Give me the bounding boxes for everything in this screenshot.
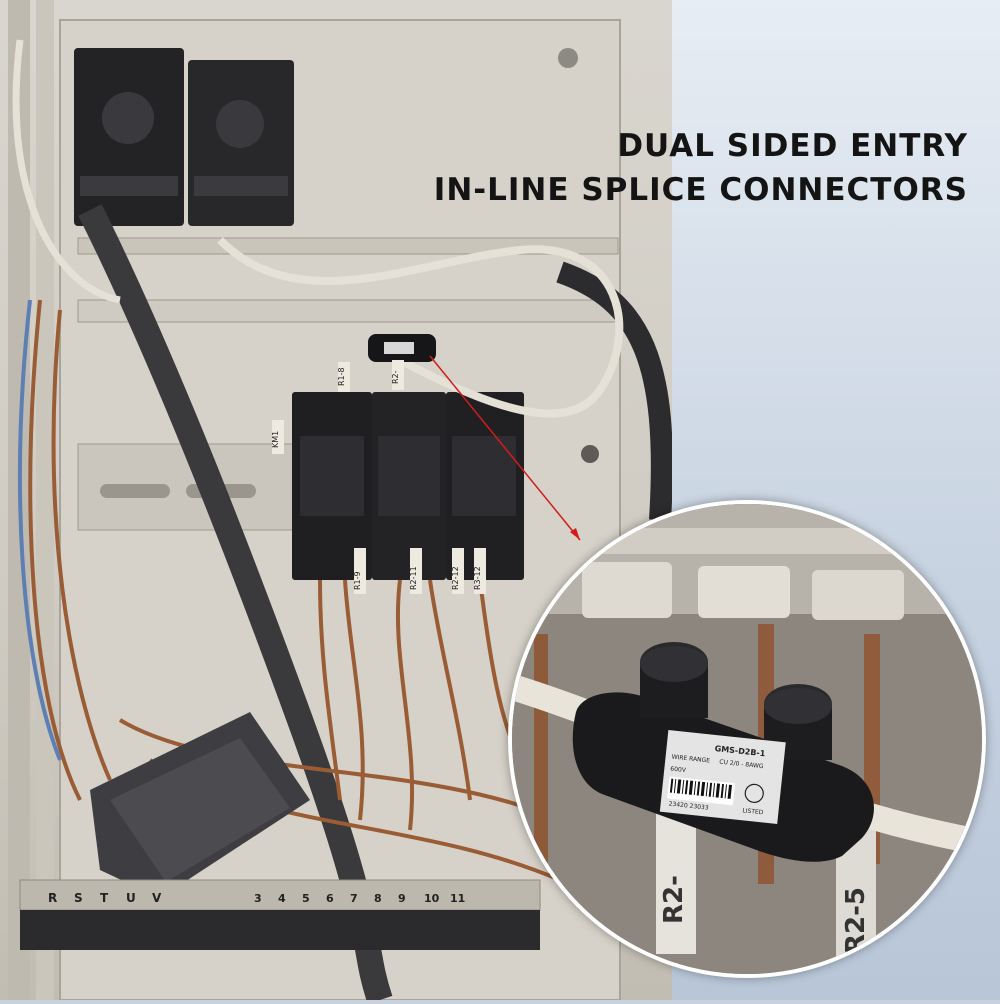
product-label: GMS-D2B-1 WIRE RANGE CU 2/0 - 8AWG 600V <box>659 730 786 824</box>
terminal-number: 7 <box>350 892 358 905</box>
wire-range-label: WIRE RANGE <box>671 754 710 765</box>
relay-module <box>90 712 310 898</box>
terminal-number: 11 <box>450 892 465 905</box>
listing-text: LISTED <box>742 807 764 816</box>
terminal-number: 9 <box>398 892 406 905</box>
electrical-panel-photo: R1-8 R1-9 R2- R2-11 R2-12 R3-12 KM1 <box>0 0 673 1004</box>
wire-marker: R2-11 <box>409 566 418 590</box>
wire-marker: R3-12 <box>473 566 482 590</box>
pointer-arrow <box>429 355 581 541</box>
terminal-number: 10 <box>424 892 440 905</box>
terminal-number: 4 <box>278 892 286 905</box>
relay-base-top <box>74 48 294 226</box>
zoom-wire-marker: R2- <box>659 875 689 924</box>
headline-line-1: DUAL SIDED ENTRY <box>617 128 968 164</box>
copper-wires <box>28 299 561 882</box>
headline-line-2: IN-LINE SPLICE CONNECTORS <box>433 172 968 208</box>
barcode-number: 23420 23033 <box>668 801 709 812</box>
wire-marker: R2- <box>391 370 400 384</box>
terminal-letter: R <box>48 891 57 905</box>
wire-marker: R1-8 <box>337 367 346 386</box>
terminal-letter: S <box>74 891 83 905</box>
wire-marker-group: R1-8 R1-9 R2- R2-11 R2-12 R3-12 KM1 <box>271 360 486 594</box>
terminal-number: 5 <box>302 892 310 905</box>
headline: DUAL SIDED ENTRY IN-LINE SPLICE CONNECTO… <box>434 124 968 212</box>
terminal-number: 8 <box>374 892 382 905</box>
wire-range-value: CU 2/0 - 8AWG <box>719 759 764 771</box>
terminal-strip: R S T U V 3 4 5 6 7 8 9 10 11 <box>19 879 541 950</box>
wire-marker: R2-12 <box>451 566 460 590</box>
wire-marker: R1-9 <box>353 571 362 590</box>
terminal-letter: T <box>100 891 109 905</box>
terminal-number: 6 <box>326 892 334 905</box>
terminal-letter: V <box>152 891 162 905</box>
terminal-number: 3 <box>254 892 262 905</box>
pointer-arrowhead <box>570 528 580 540</box>
relay-bank <box>292 392 524 580</box>
zoom-inset: R2- R2-5 GMS-D2B-1 WIRE RANGE CU 2/0 - 8… <box>508 500 986 978</box>
panel-illustration: R1-8 R1-9 R2- R2-11 R2-12 R3-12 KM1 <box>8 0 673 1004</box>
certification-mark <box>744 783 764 803</box>
voltage-rating: 600V <box>670 765 687 774</box>
zoom-illustration: R2- R2-5 GMS-D2B-1 WIRE RANGE CU 2/0 - 8… <box>512 504 982 974</box>
terminal-letter: U <box>126 891 136 905</box>
zoom-wire-marker: R2-5 <box>841 887 871 954</box>
splice-connector: GMS-D2B-1 WIRE RANGE CU 2/0 - 8AWG 600V <box>572 642 874 862</box>
splice-connector-small <box>368 334 436 362</box>
wire-marker: KM1 <box>271 431 280 448</box>
